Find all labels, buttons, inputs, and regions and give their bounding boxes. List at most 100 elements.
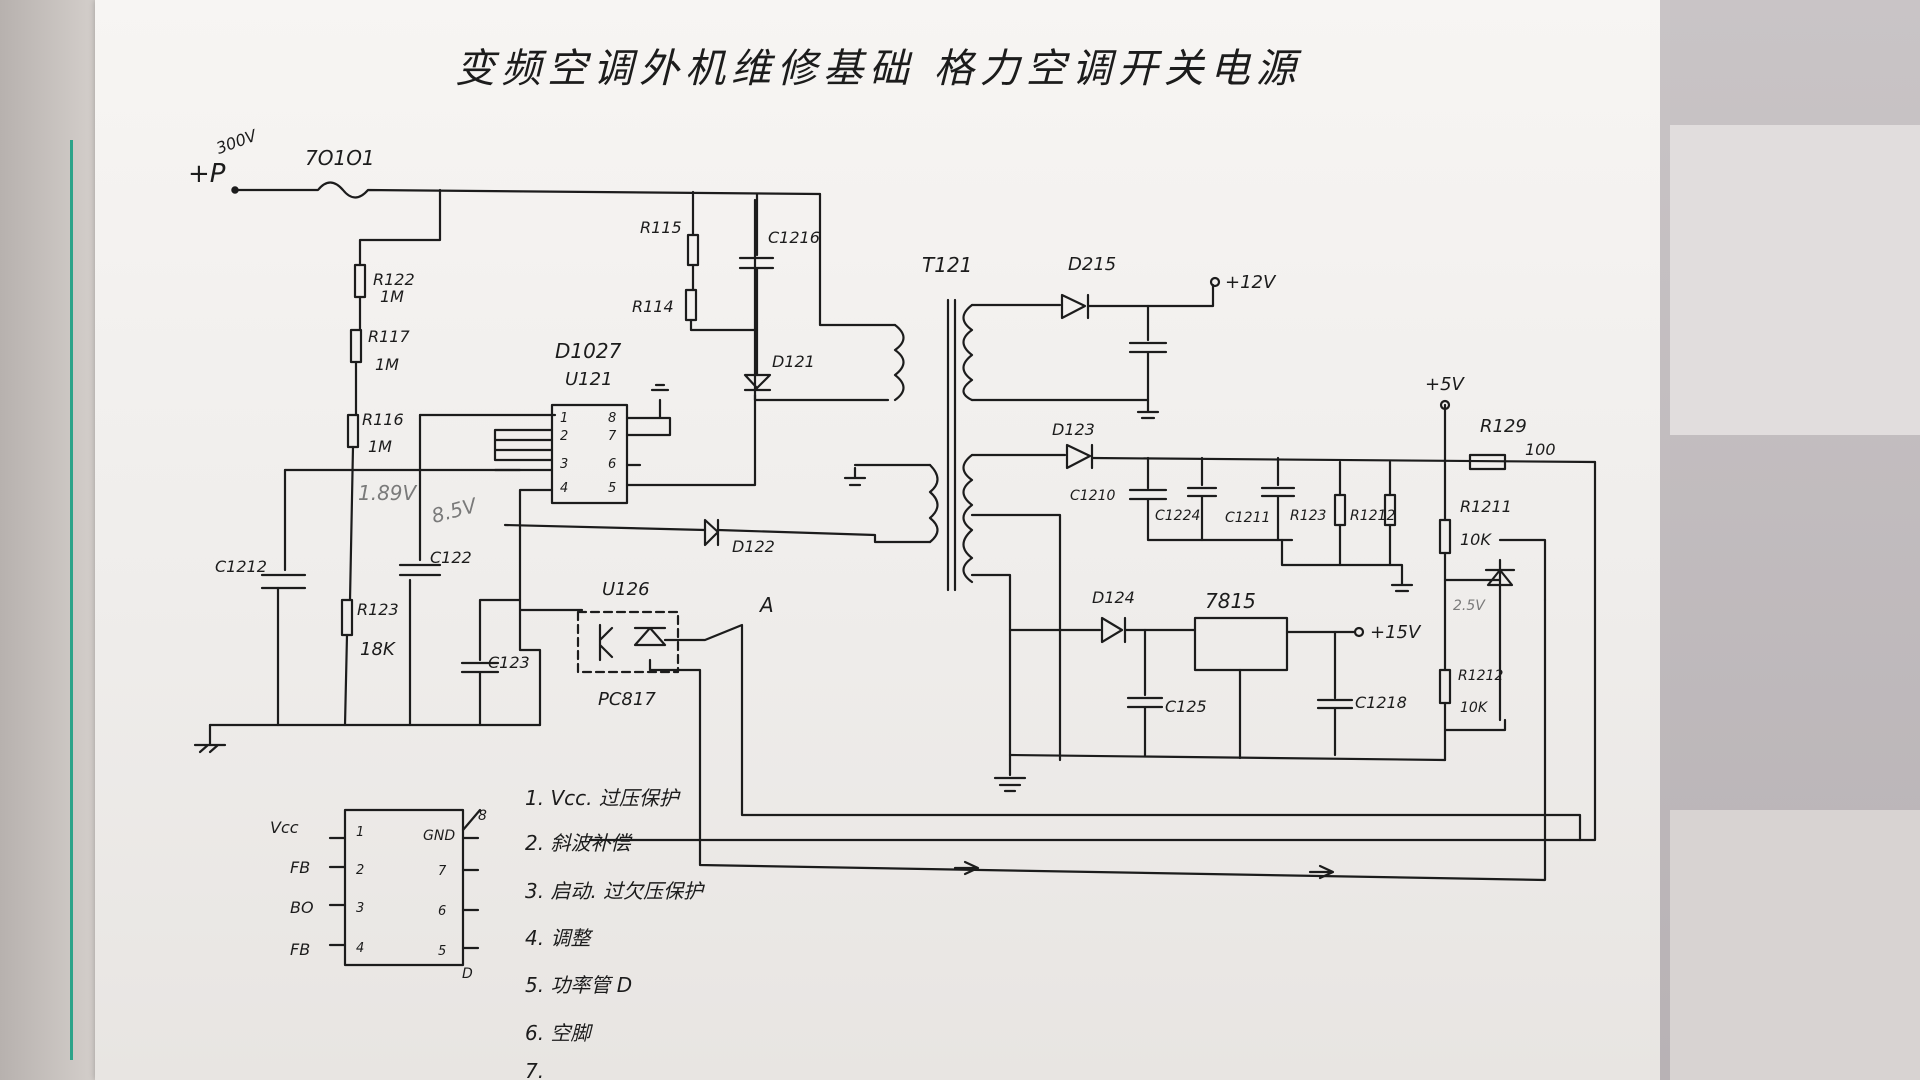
ic-pin-8: 8 [608,411,616,426]
pin-label-d: D [462,966,473,982]
optocoupler-u126 [576,610,680,674]
resistor-r115 [686,233,700,267]
label-15v: +15V [1370,622,1422,643]
pin-label-gnd: GND [423,828,455,844]
label-r1211: R1211 [1460,497,1512,516]
wire [493,428,554,527]
pin-number-5: 5 [438,944,446,959]
label-c1224: C1224 [1155,508,1200,524]
pin-number-2: 2 [356,863,364,878]
pin-number-6: 6 [438,904,446,919]
label-r129: R129 [1480,416,1527,437]
arrow-2 [1308,864,1335,880]
label-8-5v: 8.5V [429,493,480,528]
wire [970,513,1062,762]
transformer-t121 [893,298,974,592]
wire [343,633,349,727]
capacitor-c1210 [1128,456,1294,542]
drop-wire [358,188,442,267]
label-r1212: R1212 [1350,508,1395,524]
resistor-r114 [684,288,698,322]
resistor-r123b [1333,493,1347,527]
pin-label-bo: BO [290,898,314,917]
aux-ground [843,466,867,487]
ic-pinout [328,808,482,967]
label-ic-u121: U121 [565,369,613,390]
secondary-ground-bus [1008,753,1447,762]
pin-number-7: 7 [438,864,447,879]
label-2-5v: 2.5V [1453,598,1486,614]
label-r116-value: 1M [368,437,392,456]
label-c1212: C1212 [215,557,267,576]
label-u126: U126 [602,579,650,600]
secondary-winding-5v [962,453,974,584]
labels: +P 300V 7O1O1 R122 1M R117 1M R116 1M R1… [188,125,1556,716]
label-r116: R116 [362,410,404,429]
resistor-r1212b [1438,668,1452,705]
label-c123: C123 [488,653,530,672]
label-r122-value: 1M [380,287,404,306]
resistor-r1211 [1438,518,1452,555]
background-card-lower [1670,810,1920,1080]
label-r1212b: R1212 [1458,668,1503,684]
resistor-r123 [340,598,354,637]
note-4: 4. 调整 [525,926,593,950]
wire [970,398,1160,420]
label-point-a: A [758,593,774,617]
pin-label-fb-left: FB [290,858,310,877]
terminal-5v [1439,399,1451,411]
label-5v: +5V [1425,374,1466,395]
label-r1212b-value: 10K [1460,700,1489,716]
secondary-circuit [588,276,1597,880]
label-r117-value: 1M [375,355,399,374]
label-r129-value: 100 [1525,440,1556,459]
aux-winding [928,463,939,544]
pin-label-vcc: Vcc [270,818,299,837]
ic-pin-4: 4 [560,481,568,496]
note-5: 5. 功率管 D [525,973,632,997]
note-7: 7. [525,1059,544,1080]
ic-pinout-body [343,808,465,967]
label-r123b: R123 [1290,508,1326,524]
regulator-7815 [1193,616,1289,672]
opto-transistor [598,623,614,662]
pin-notes: 1. Vcc. 过压保护 2. 斜波补偿 3. 启动. 过欠压保护 4. 调整 … [525,786,705,1080]
wire [588,460,1597,842]
label-t121: T121 [922,253,972,277]
wire [1443,460,1502,582]
wire [461,808,482,832]
pin-number-4: 4 [356,941,364,956]
wire [689,318,757,332]
label-300v: 300V [214,125,260,157]
capacitor-c1211 [1260,456,1296,542]
secondary-winding-12v [962,303,974,402]
diode-d215 [1060,293,1090,320]
label-1-89v: 1.89V [358,481,418,505]
pin-number-1: 1 [356,825,364,840]
ground-secondary [993,628,1027,793]
terminal-12v [1209,276,1221,288]
arrow-1 [953,860,980,876]
wire [1498,538,1547,602]
wire [1086,283,1215,308]
wire [348,445,355,602]
label-c1210: C1210 [1070,488,1115,504]
note-2: 2. 斜波补偿 [525,831,633,855]
label-c125: C125 [1165,697,1207,716]
diode-d123 [1065,443,1094,470]
terminal-15v [1353,626,1365,638]
label-r115: R115 [640,218,682,237]
capacitor-c122 [398,413,442,727]
wire [753,192,897,402]
background-card [1670,125,1920,435]
label-d122: D122 [732,537,775,556]
label-d121: D121 [772,352,815,371]
schematic-paper [95,0,1670,1080]
note-6: 6. 空脚 [525,1021,593,1045]
diode-d121 [743,373,772,392]
ground-5v [1388,563,1414,593]
label-p300: +P [188,159,226,189]
label-c1216: C1216 [768,228,820,247]
label-r123-value: 18K [360,639,396,660]
